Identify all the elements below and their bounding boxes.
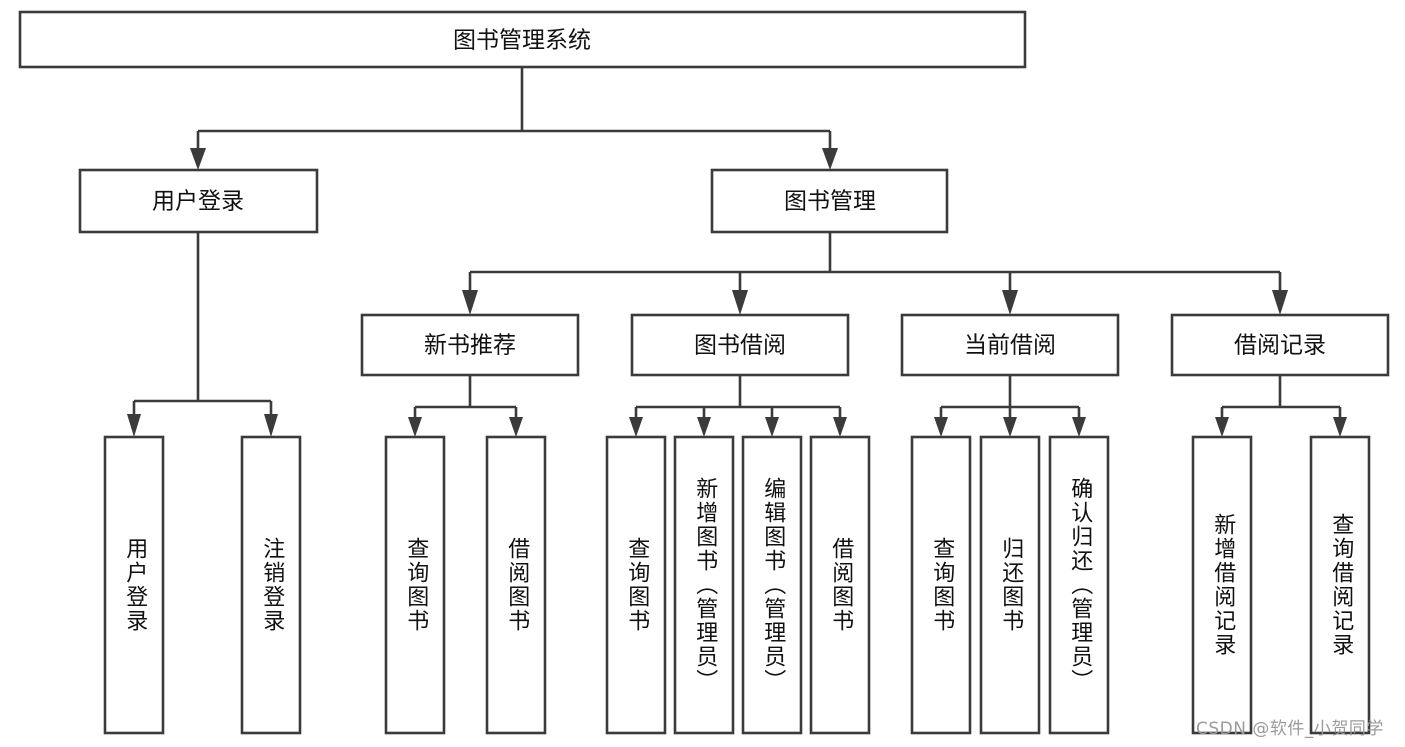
node-book-manage-label: 图书管理	[784, 189, 876, 215]
arrowhead-leaf-confirm-return	[1072, 417, 1086, 437]
node-leaf-query-record-box[interactable]	[1309, 435, 1371, 735]
node-leaf-user-logout-box[interactable]	[240, 435, 302, 735]
node-book-borrow-box[interactable]	[630, 313, 850, 377]
arrowhead-leaf-edit-book	[765, 417, 779, 437]
arrowhead-leaf-borrow-book-2	[833, 417, 847, 437]
node-leaf-add-record-box[interactable]	[1191, 435, 1253, 735]
node-leaf-add-book-box[interactable]	[673, 435, 735, 735]
node-leaf-query-book-3-box[interactable]	[910, 435, 972, 735]
arrowhead-leaf-user-logout	[264, 414, 278, 437]
arrowhead-leaf-return-book	[1003, 417, 1017, 437]
node-current-borrow-label: 当前借阅	[964, 333, 1056, 359]
node-leaf-user-login-box[interactable]	[103, 435, 165, 735]
node-user-login-box[interactable]	[78, 168, 319, 234]
node-new-book-recommend-box[interactable]	[360, 313, 580, 377]
node-new-book-recommend-label: 新书推荐	[424, 333, 516, 359]
arrowhead-leaf-add-record	[1215, 417, 1229, 437]
arrowhead-new-book-recommend	[462, 290, 478, 315]
node-book-manage-box[interactable]	[710, 168, 949, 234]
node-leaf-query-book-1-box[interactable]	[384, 435, 446, 735]
node-current-borrow-box[interactable]	[900, 313, 1120, 377]
arrowhead-leaf-user-login	[127, 414, 141, 437]
node-leaf-query-book-2-box[interactable]	[605, 435, 667, 735]
node-leaf-borrow-book-1-box[interactable]	[485, 435, 547, 735]
edges-layer	[127, 67, 1347, 437]
node-book-borrow-label: 图书借阅	[694, 333, 786, 359]
arrowhead-leaf-borrow-book-1	[509, 417, 523, 437]
arrowhead-book-manage	[822, 148, 838, 170]
nodes-layer: 图书管理系统 用户登录 图书管理 新书推荐 图书借阅 当前借阅 借阅记录	[18, 10, 1390, 735]
arrowhead-leaf-query-book-1	[408, 417, 422, 437]
node-root-label: 图书管理系统	[453, 28, 591, 54]
arrowhead-leaf-query-book-3	[934, 417, 948, 437]
arrowhead-book-borrow	[732, 290, 748, 315]
node-root-box[interactable]	[18, 10, 1027, 69]
node-user-login-label: 用户登录	[152, 189, 244, 215]
arrowhead-leaf-add-book	[697, 417, 711, 437]
node-leaf-edit-book-box[interactable]	[741, 435, 803, 735]
arrowhead-leaf-query-book-2	[629, 417, 643, 437]
arrowhead-borrow-record	[1272, 290, 1288, 315]
node-leaf-return-book-box[interactable]	[979, 435, 1041, 735]
node-leaf-borrow-book-2-box[interactable]	[809, 435, 871, 735]
node-leaf-confirm-return-box[interactable]	[1048, 435, 1110, 735]
node-borrow-record-label: 借阅记录	[1234, 333, 1326, 359]
node-borrow-record-box[interactable]	[1170, 313, 1390, 377]
csdn-watermark: CSDN @软件_小贺同学	[1196, 719, 1384, 739]
arrowhead-user-login	[190, 148, 206, 170]
arrowhead-current-borrow	[1002, 290, 1018, 315]
arrowhead-leaf-query-record	[1333, 417, 1347, 437]
